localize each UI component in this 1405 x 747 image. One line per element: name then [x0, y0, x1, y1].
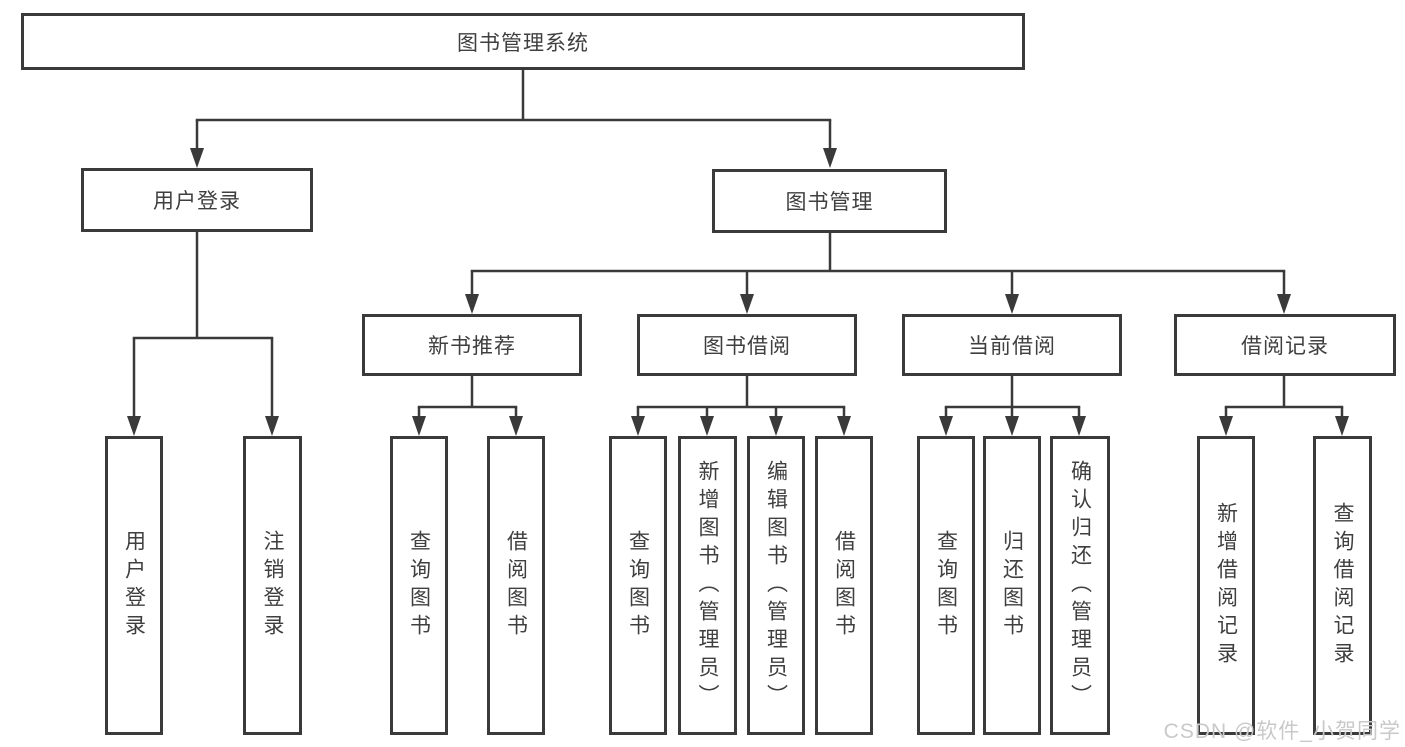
node-root: 图书管理系统 — [21, 13, 1025, 70]
leaf-logout-label: 注销登录 — [261, 529, 284, 642]
leaf-query-books-borrowing-label: 查询图书 — [626, 529, 650, 642]
leaf-return-books-label: 归还图书 — [1000, 529, 1024, 642]
leaf-borrow-books-recommend-label: 借阅图书 — [504, 529, 528, 642]
arrow-current-borrow — [1005, 294, 1019, 314]
node-root-label: 图书管理系统 — [457, 31, 589, 55]
node-book-borrowing: 图书借阅 — [637, 314, 857, 376]
leaf-logout: 注销登录 — [243, 436, 302, 735]
arrow-book-mgmt — [823, 148, 837, 168]
leaf-query-borrow-record: 查询借阅记录 — [1313, 436, 1372, 735]
leaf-user-login: 用户登录 — [105, 436, 163, 735]
arrow-leaf-logout — [265, 416, 279, 436]
leaf-add-books-admin-label: 新增图书（管理员） — [696, 459, 719, 712]
node-user-login: 用户登录 — [81, 168, 313, 232]
node-current-borrowing: 当前借阅 — [902, 314, 1122, 376]
node-book-management-label: 图书管理 — [785, 191, 874, 214]
leaf-confirm-return-admin: 确认归还（管理员） — [1050, 436, 1110, 735]
leaf-query-books-recommend: 查询图书 — [390, 436, 448, 735]
leaf-add-borrow-record-label: 新增借阅记录 — [1214, 501, 1238, 670]
arrow-book-borrow — [740, 294, 754, 314]
node-current-borrowing-label: 当前借阅 — [968, 335, 1056, 358]
arrow-user-login — [190, 148, 204, 168]
leaf-user-login-label: 用户登录 — [122, 529, 146, 642]
leaf-add-books-admin: 新增图书（管理员） — [678, 436, 737, 735]
leaf-borrow-books: 借阅图书 — [815, 436, 873, 735]
leaf-confirm-return-admin-label: 确认归还（管理员） — [1068, 459, 1092, 712]
leaf-query-books-recommend-label: 查询图书 — [407, 529, 431, 642]
leaf-return-books: 归还图书 — [983, 436, 1041, 735]
arrow-new-books — [465, 294, 479, 314]
node-book-borrowing-label: 图书借阅 — [703, 335, 791, 358]
node-borrow-records-label: 借阅记录 — [1241, 335, 1329, 358]
node-borrow-records: 借阅记录 — [1174, 314, 1396, 376]
leaf-edit-books-admin-label: 编辑图书（管理员） — [764, 459, 788, 712]
leaf-borrow-books-recommend: 借阅图书 — [487, 436, 545, 735]
leaf-add-borrow-record: 新增借阅记录 — [1197, 436, 1255, 735]
csdn-watermark: CSDN @软件_小贺同学 — [1163, 720, 1401, 743]
leaf-query-books-current-label: 查询图书 — [934, 529, 958, 642]
arrow-borrow-records — [1277, 294, 1291, 314]
leaf-query-books-current: 查询图书 — [917, 436, 975, 735]
leaf-borrow-books-label: 借阅图书 — [832, 529, 856, 642]
node-new-book-recommend: 新书推荐 — [362, 314, 582, 376]
leaf-edit-books-admin: 编辑图书（管理员） — [747, 436, 805, 735]
leaf-query-borrow-record-label: 查询借阅记录 — [1331, 501, 1354, 670]
node-new-book-recommend-label: 新书推荐 — [428, 335, 516, 358]
leaf-query-books-borrowing: 查询图书 — [609, 436, 667, 735]
node-book-management: 图书管理 — [712, 169, 947, 233]
node-user-login-label: 用户登录 — [153, 190, 241, 213]
arrow-leaf-user-login — [127, 416, 141, 436]
